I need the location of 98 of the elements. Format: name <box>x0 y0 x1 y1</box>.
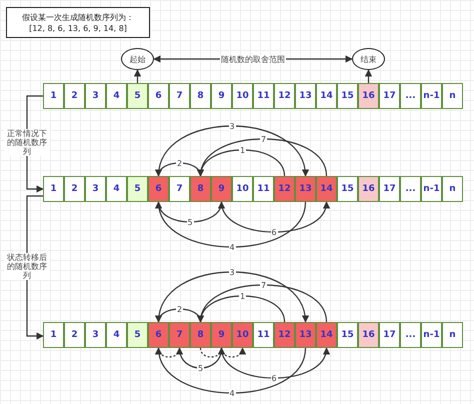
number-cell: n-1 <box>421 322 442 348</box>
number-cell: 6 <box>148 322 169 348</box>
arrow <box>198 138 328 177</box>
number-cell: 11 <box>253 83 274 109</box>
edge-label: 3 <box>228 268 236 276</box>
number-cell: 1 <box>43 176 64 202</box>
number-cell: 17 <box>379 176 400 202</box>
edge-label: 6 <box>270 228 278 236</box>
edge-label: 状态转移后的随机数序列 <box>4 252 50 280</box>
number-cell: 15 <box>337 176 358 202</box>
number-cell: 7 <box>169 83 190 109</box>
edge-label: 7 <box>260 280 268 290</box>
edge-label: 4 <box>228 388 236 398</box>
number-cell: 4 <box>106 322 127 348</box>
number-cell: 7 <box>169 322 190 348</box>
number-cell: 7 <box>169 176 190 202</box>
arrow <box>156 162 202 177</box>
number-cell: 11 <box>253 176 274 202</box>
number-cell: 11 <box>253 322 274 348</box>
number-cell: 1 <box>43 322 64 348</box>
number-cell: 3 <box>85 322 106 348</box>
arrow <box>156 201 306 248</box>
number-cell: 8 <box>190 176 211 202</box>
number-cell: 3 <box>85 83 106 109</box>
arrow <box>158 347 182 358</box>
edge-label: 1 <box>239 292 246 300</box>
arrow <box>220 201 329 233</box>
edge-label: 6 <box>270 374 278 382</box>
note-box <box>6 7 150 38</box>
number-cell: n-1 <box>421 83 442 109</box>
note-text: 假设某一次生成随机数序列为： <box>22 12 134 22</box>
arrow <box>220 347 329 379</box>
edge-label: 3 <box>228 122 236 130</box>
arrow <box>158 271 308 323</box>
number-cell: 15 <box>337 83 358 109</box>
arrow <box>158 125 308 177</box>
number-cell: 9 <box>211 83 232 109</box>
number-cell: 16 <box>358 176 379 202</box>
number-cell: 5 <box>127 83 148 109</box>
edge-label: 7 <box>260 134 268 144</box>
endpoint-ellipse: 起始 <box>121 48 154 70</box>
number-cell: 12 <box>274 322 295 348</box>
number-cell: 9 <box>211 176 232 202</box>
number-cell: 14 <box>316 322 337 348</box>
arrow <box>156 347 306 394</box>
edge-label: 随机数的取舍范围 <box>220 54 286 64</box>
number-cell: 13 <box>295 176 316 202</box>
note-text: [12, 8, 6, 13, 6, 9, 14, 8] <box>29 22 127 34</box>
number-cell: 3 <box>85 176 106 202</box>
number-cell: 5 <box>127 322 148 348</box>
number-cell: n <box>442 83 463 109</box>
arrow <box>198 284 328 323</box>
endpoint-ellipse: 结束 <box>352 48 385 70</box>
number-cell: 14 <box>316 83 337 109</box>
number-cell: 12 <box>274 176 295 202</box>
edge-label: 2 <box>176 158 184 168</box>
edge-label: 2 <box>176 304 184 314</box>
number-cell: 16 <box>358 322 379 348</box>
number-cell: 16 <box>358 83 379 109</box>
arrow <box>134 69 142 83</box>
number-cell: 9 <box>211 322 232 348</box>
edge-label: 正常情况下的随机数序列 <box>4 129 50 156</box>
number-cell: 1 <box>43 83 64 109</box>
number-cell: 6 <box>148 83 169 109</box>
number-cell: 10 <box>232 322 253 348</box>
number-cell: 13 <box>295 322 316 348</box>
number-cell: 4 <box>106 176 127 202</box>
number-cell: 14 <box>316 176 337 202</box>
number-cell: ... <box>400 176 421 202</box>
number-cell: ... <box>400 83 421 109</box>
edge-label: 1 <box>239 146 246 154</box>
number-cell: 2 <box>64 83 85 109</box>
arrow <box>364 69 372 83</box>
number-cell: 2 <box>64 176 85 202</box>
number-cell: 13 <box>295 83 316 109</box>
edge-label: 4 <box>228 242 236 252</box>
arrow <box>220 347 246 358</box>
number-cell: n <box>442 322 463 348</box>
number-cell: 8 <box>190 83 211 109</box>
edge-label: 5 <box>197 364 204 372</box>
number-cell: 17 <box>379 83 400 109</box>
number-cell: n <box>442 176 463 202</box>
number-cell: 17 <box>379 322 400 348</box>
number-cell: 4 <box>106 83 127 109</box>
arrow <box>158 201 224 223</box>
number-cell: 8 <box>190 322 211 348</box>
number-cell: ... <box>400 322 421 348</box>
arrow <box>156 308 202 323</box>
arrow <box>200 347 224 358</box>
edge-label: 5 <box>186 218 194 226</box>
number-cell: 12 <box>274 83 295 109</box>
number-cell: 2 <box>64 322 85 348</box>
number-cell: 10 <box>232 176 253 202</box>
number-cell: n-1 <box>421 176 442 202</box>
number-cell: 6 <box>148 176 169 202</box>
number-cell: 5 <box>127 176 148 202</box>
number-cell: 10 <box>232 83 253 109</box>
number-cell: 15 <box>337 322 358 348</box>
